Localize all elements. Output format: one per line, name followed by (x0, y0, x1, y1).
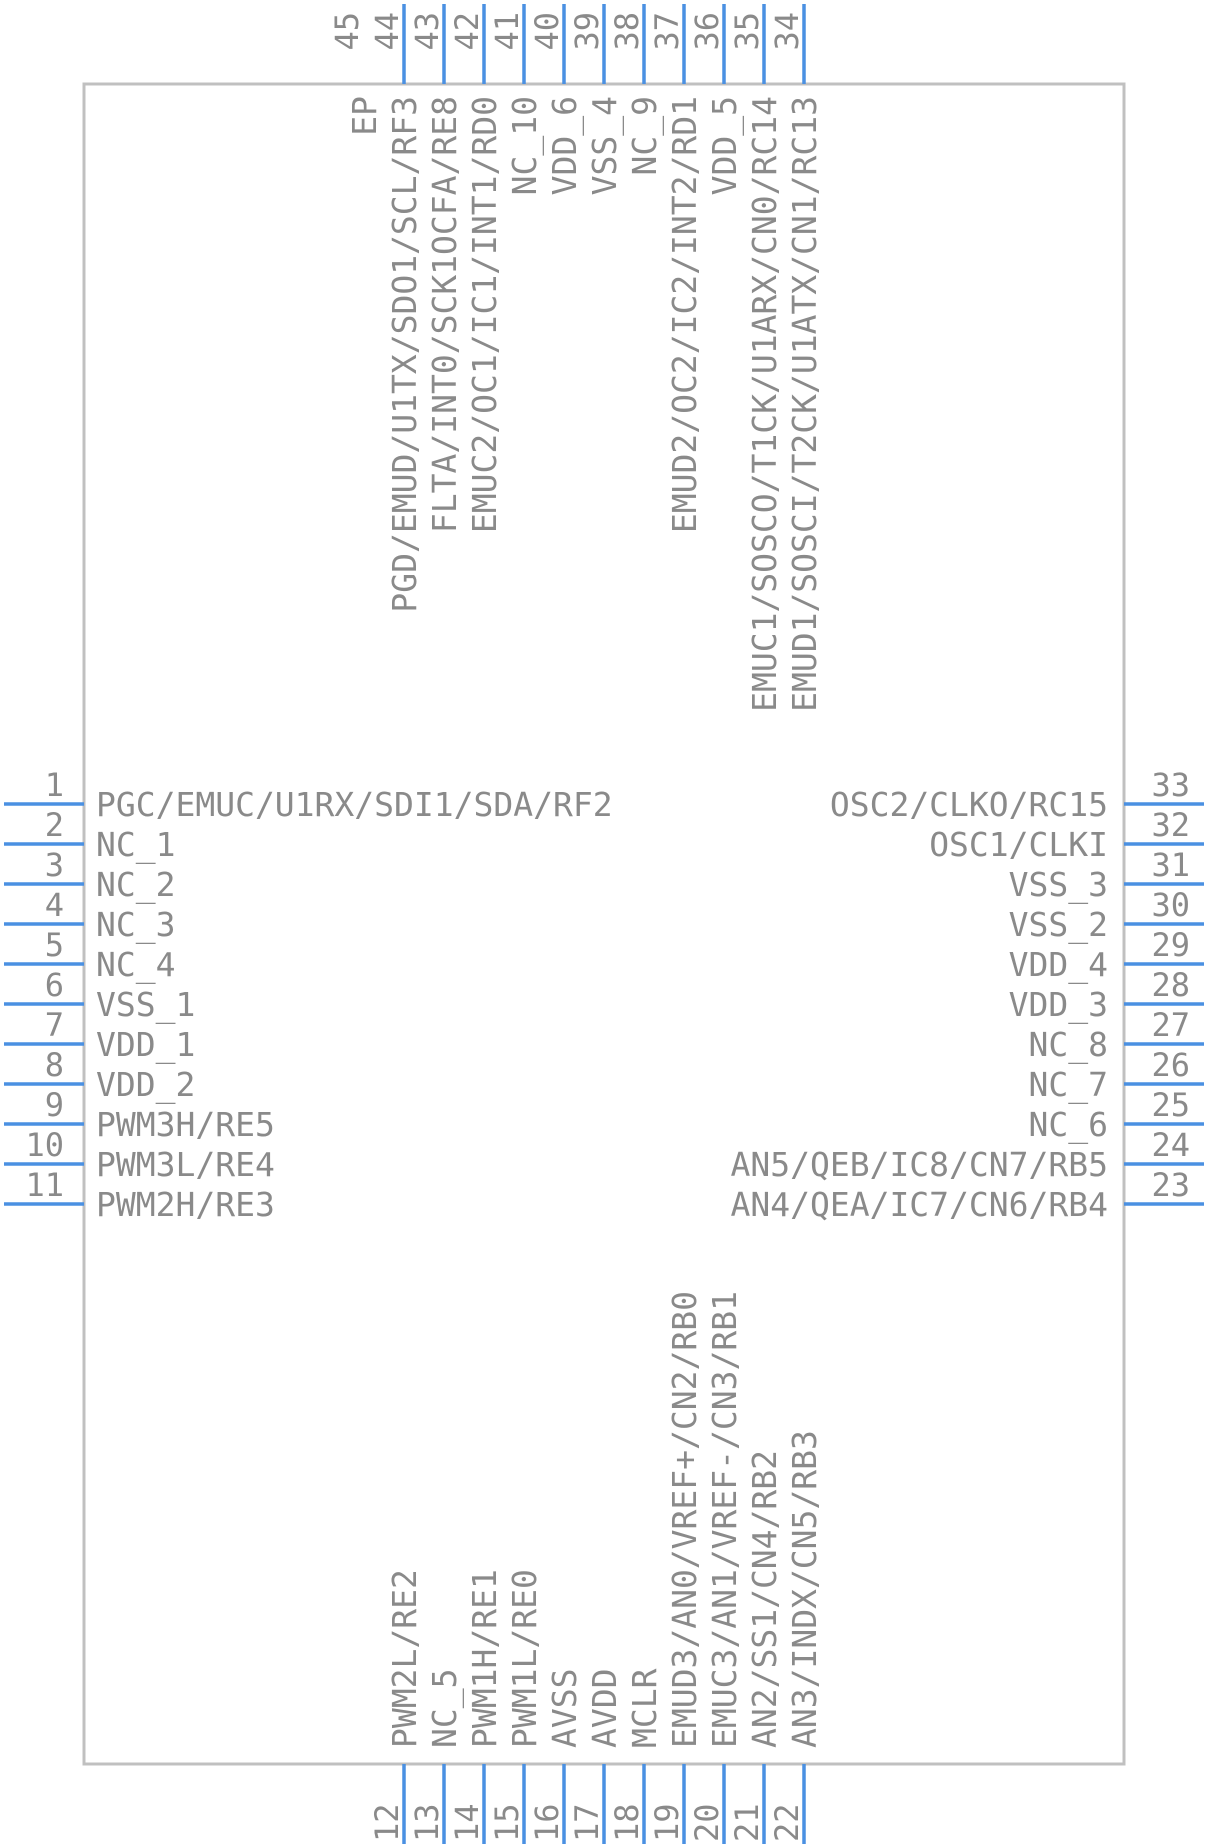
pin-label-37: EMUD2/OC2/IC2/INT2/RD1 (665, 96, 704, 533)
pin-label-38: NC_9 (625, 96, 665, 175)
pin-label-39: VSS_4 (585, 96, 625, 195)
pin-label-26: NC_7 (1029, 1065, 1108, 1105)
pin-number-16: 16 (528, 1803, 566, 1842)
pin-number-20: 20 (688, 1803, 726, 1842)
pin-label-36: VDD_5 (705, 96, 745, 195)
pin-number-19: 19 (648, 1803, 686, 1842)
pin-number-13: 13 (408, 1803, 446, 1842)
pin-number-1: 1 (45, 766, 64, 804)
pin-number-32: 32 (1151, 806, 1190, 844)
pin-number-18: 18 (608, 1803, 646, 1842)
pin-number-10: 10 (25, 1126, 64, 1164)
pin-number-37: 37 (648, 12, 686, 51)
pin-label-18: MCLR (625, 1668, 664, 1748)
pin-number-22: 22 (768, 1803, 806, 1842)
pin-label-17: AVDD (585, 1669, 624, 1748)
pin-label-21: AN2/SS1/CN4/RB2 (745, 1450, 784, 1748)
pin-label-34: EMUD1/SOSCI/T2CK/U1ATX/CN1/RC13 (785, 96, 824, 712)
pin-label-44: PGD/EMUD/U1TX/SDO1/SCL/RF3 (385, 96, 424, 613)
pin-label-20: EMUC3/AN1/VREF-/CN3/RB1 (705, 1291, 744, 1748)
pin-number-30: 30 (1151, 886, 1190, 924)
pin-label-1: PGC/EMUC/U1RX/SDI1/SDA/RF2 (96, 785, 613, 824)
pin-label-27: NC_8 (1029, 1025, 1108, 1065)
pin-number-45: 45 (328, 12, 366, 51)
pin-number-34: 34 (768, 12, 806, 51)
pin-label-9: PWM3H/RE5 (96, 1105, 275, 1144)
pin-number-24: 24 (1151, 1126, 1190, 1164)
pin-number-17: 17 (568, 1803, 606, 1842)
pin-label-12: PWM2L/RE2 (385, 1569, 424, 1748)
pin-number-41: 41 (488, 12, 526, 51)
pin-label-23: AN4/QEA/IC7/CN6/RB4 (731, 1185, 1109, 1224)
pin-number-43: 43 (408, 12, 446, 51)
pin-number-2: 2 (45, 806, 64, 844)
pin-label-10: PWM3L/RE4 (96, 1145, 275, 1184)
pin-label-13: NC_5 (425, 1669, 465, 1748)
pin-label-19: EMUD3/AN0/VREF+/CN2/RB0 (665, 1291, 704, 1748)
pin-number-3: 3 (45, 846, 64, 884)
pin-number-40: 40 (528, 12, 566, 51)
pin-label-31: VSS_3 (1009, 865, 1108, 905)
pin-number-42: 42 (448, 12, 486, 51)
pin-label-8: VDD_2 (96, 1065, 195, 1105)
pin-number-5: 5 (45, 926, 64, 964)
pin-number-14: 14 (448, 1803, 486, 1842)
pin-label-24: AN5/QEB/IC8/CN7/RB5 (731, 1145, 1109, 1184)
pin-number-7: 7 (45, 1006, 64, 1044)
pin-number-11: 11 (25, 1166, 64, 1204)
pin-number-27: 27 (1151, 1006, 1190, 1044)
pin-label-11: PWM2H/RE3 (96, 1185, 275, 1224)
pin-label-45: EP (345, 96, 384, 136)
pin-label-33: OSC2/CLKO/RC15 (830, 785, 1108, 824)
pin-label-3: NC_2 (96, 865, 175, 905)
pin-number-35: 35 (728, 12, 766, 51)
pin-label-43: FLTA/INT0/SCK1OCFA/RE8 (425, 96, 464, 533)
pin-label-41: NC_10 (505, 96, 545, 195)
pin-number-31: 31 (1151, 846, 1190, 884)
pin-label-5: NC_4 (96, 945, 175, 985)
pin-number-33: 33 (1151, 766, 1190, 804)
pin-number-23: 23 (1151, 1166, 1190, 1204)
pin-label-25: NC_6 (1029, 1105, 1108, 1145)
pin-label-4: NC_3 (96, 905, 175, 945)
pin-number-38: 38 (608, 12, 646, 51)
pin-number-6: 6 (45, 966, 64, 1004)
pin-number-12: 12 (368, 1803, 406, 1842)
pin-number-39: 39 (568, 12, 606, 51)
pin-label-29: VDD_4 (1009, 945, 1108, 985)
pin-label-32: OSC1/CLKI (929, 825, 1108, 864)
pin-label-16: AVSS (545, 1669, 584, 1748)
pin-label-14: PWM1H/RE1 (465, 1569, 504, 1748)
ic-body (82, 82, 1126, 1766)
pin-number-8: 8 (45, 1046, 64, 1084)
pin-label-35: EMUC1/SOSCO/T1CK/U1ARX/CN0/RC14 (745, 96, 784, 712)
pin-number-4: 4 (45, 886, 64, 924)
pin-number-9: 9 (45, 1086, 64, 1124)
pin-label-22: AN3/INDX/CN5/RB3 (785, 1430, 824, 1748)
pin-label-40: VDD_6 (545, 96, 585, 195)
pin-number-25: 25 (1151, 1086, 1190, 1124)
pin-number-44: 44 (368, 12, 406, 51)
pin-label-42: EMUC2/OC1/IC1/INT1/RD0 (465, 96, 504, 533)
pin-label-30: VSS_2 (1009, 905, 1108, 945)
pin-label-7: VDD_1 (96, 1025, 195, 1065)
pin-label-15: PWM1L/RE0 (505, 1569, 544, 1748)
pin-label-28: VDD_3 (1009, 985, 1108, 1025)
pin-label-6: VSS_1 (96, 985, 195, 1025)
pin-number-29: 29 (1151, 926, 1190, 964)
pin-number-36: 36 (688, 12, 726, 51)
pin-number-15: 15 (488, 1803, 526, 1842)
pin-number-26: 26 (1151, 1046, 1190, 1084)
pin-label-2: NC_1 (96, 825, 175, 865)
pin-number-28: 28 (1151, 966, 1190, 1004)
pin-number-21: 21 (728, 1803, 766, 1842)
